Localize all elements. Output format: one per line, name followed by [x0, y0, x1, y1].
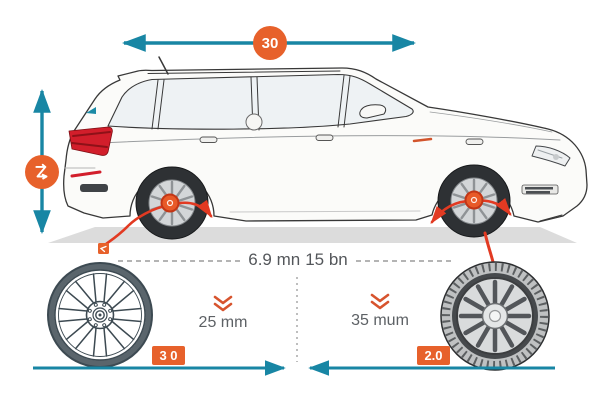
hood-crease	[429, 111, 553, 133]
bottom-right-track-value: 2.0	[424, 348, 443, 363]
rocker-crease	[229, 210, 421, 213]
right-wheel-depth-value: 35 mum	[351, 312, 409, 329]
width-dimension-badge: 30	[253, 26, 287, 60]
door-handles	[199, 134, 484, 145]
left-wheel-depth-value: 25 mm	[198, 314, 248, 331]
alloy-wheel-drawing	[47, 262, 153, 368]
center-measurement-left: 6.9 mn	[248, 250, 301, 269]
double-chevron-down-icon	[370, 293, 390, 310]
front-wheel-to-tire-line	[483, 231, 495, 264]
height-dimension-badge	[25, 155, 59, 189]
bottom-left-track-badge: 3 0	[152, 346, 185, 365]
front-side-marker	[412, 137, 433, 143]
bottom-right-track-badge: 2.0	[417, 346, 450, 365]
headlight	[531, 145, 571, 167]
height-measure-icon	[35, 163, 48, 180]
rear-hub-marker-icon	[160, 193, 180, 213]
right-wheel-callout: 35 mum	[346, 293, 414, 330]
front-hub-marker-icon	[464, 190, 484, 210]
wheel-hub-markers	[160, 190, 484, 213]
bottom-left-track-value: 3 0	[159, 348, 178, 363]
ground-plane	[48, 227, 577, 243]
beltline-crease	[99, 135, 561, 144]
front-air-intake	[521, 184, 559, 195]
arrow-square-marker-icon	[98, 243, 109, 254]
car-windows	[107, 73, 414, 130]
taillight	[68, 126, 113, 156]
reference-lines	[118, 260, 452, 362]
fuel-cap	[245, 113, 263, 131]
antenna	[158, 56, 169, 75]
rear-glass-accent	[86, 107, 96, 114]
double-chevron-down-icon	[213, 295, 233, 312]
roof-rail	[147, 70, 341, 74]
left-wheel-callout: 25 mm	[191, 295, 255, 332]
side-mirror	[359, 104, 387, 119]
width-dimension-value: 30	[261, 34, 279, 52]
rear-bumper-vent	[80, 184, 108, 192]
center-measurement: 6.9 mn 15 bn	[233, 250, 363, 270]
rear-hub-line-to-marker	[104, 203, 172, 246]
front-bumper-lip	[539, 214, 563, 222]
tire-with-rim-drawing	[440, 261, 550, 371]
center-measurement-right: 15 bn	[305, 250, 348, 269]
rear-reflector	[70, 170, 102, 178]
